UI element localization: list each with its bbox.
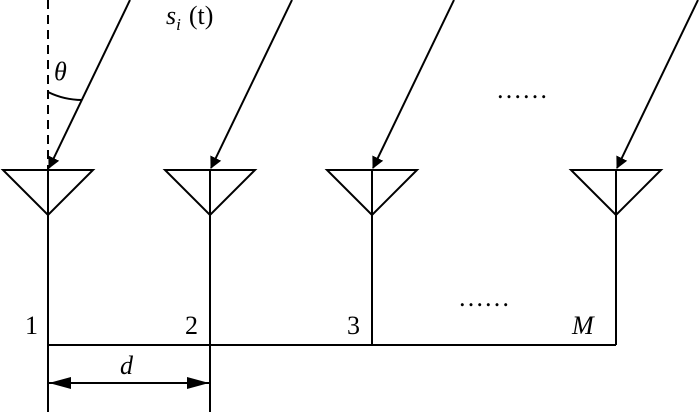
incident-arrow-1 <box>48 0 131 169</box>
signal-symbol: s <box>166 1 176 30</box>
element-label-m: M <box>571 311 595 340</box>
signal-argument: (t) <box>189 1 214 30</box>
ellipsis-bottom: …… <box>458 283 510 312</box>
angle-arc <box>47 91 83 101</box>
element-label-3: 3 <box>347 311 360 340</box>
antenna-2 <box>162 169 258 345</box>
element-label-2: 2 <box>185 311 198 340</box>
antenna-1 <box>0 169 96 345</box>
spacing-label: d <box>120 351 134 380</box>
incident-arrow-m <box>616 0 699 169</box>
antenna-m <box>568 169 664 345</box>
incident-arrow-2 <box>210 0 293 169</box>
element-label-1: 1 <box>25 311 38 340</box>
signal-label: si (t) <box>166 1 213 34</box>
incident-arrow-3 <box>372 0 455 169</box>
angle-label: θ <box>54 57 67 86</box>
ellipsis-top: …… <box>496 75 548 104</box>
antenna-3 <box>324 169 420 345</box>
signal-subscript: i <box>176 15 181 34</box>
